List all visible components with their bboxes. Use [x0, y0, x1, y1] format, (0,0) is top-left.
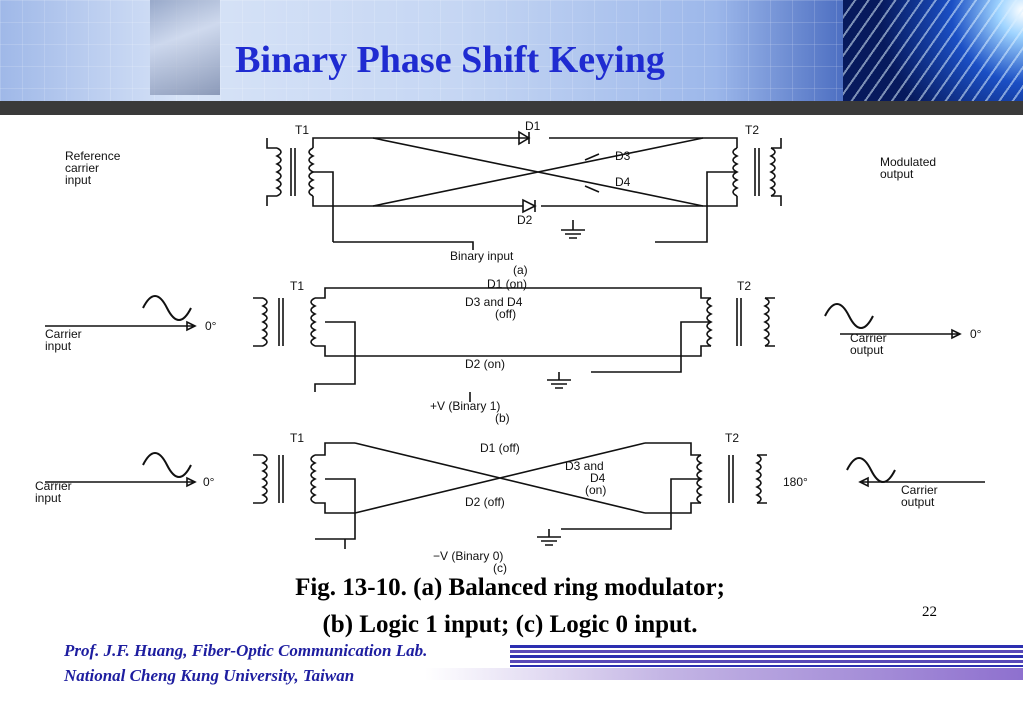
label-b-right-1: Carrier	[850, 331, 887, 345]
label-c-d1: D1 (off)	[480, 441, 520, 455]
label-a-d1: D1	[525, 120, 541, 133]
slide-header	[0, 0, 1023, 108]
label-b-t2: T2	[737, 279, 751, 293]
label-c-right-1: Carrier	[901, 483, 938, 497]
label-b-left-2: input	[45, 339, 72, 353]
label-b-sub: (b)	[495, 411, 510, 425]
label-b-d34-2: (off)	[495, 307, 516, 321]
labels-a: T1 T2 Reference carrier input Modulated …	[65, 120, 936, 277]
label-a-t2: T2	[745, 123, 759, 137]
label-a-sub: (a)	[513, 263, 528, 277]
label-a-d4: D4	[615, 175, 631, 189]
label-c-d34-2: D4	[590, 471, 606, 485]
label-c-supply: −V (Binary 0)	[433, 549, 503, 563]
label-b-d34-1: D3 and D4	[465, 295, 523, 309]
labels-c: T1 T2 D1 (off) D3 and D4 (on) D2 (off) C…	[35, 431, 938, 575]
label-b-d1: D1 (on)	[487, 277, 527, 291]
label-c-phase-out: 180°	[783, 475, 808, 489]
label-c-right-2: output	[901, 495, 935, 509]
label-a-t1: T1	[295, 123, 309, 137]
label-a-left-3: input	[65, 173, 92, 187]
label-a-right-2: output	[880, 167, 914, 181]
labels-b: T1 T2 D1 (on) D3 and D4 (off) D2 (on) Ca…	[45, 277, 982, 425]
label-b-supply: +V (Binary 1)	[430, 399, 500, 413]
figure-caption-line-1: Fig. 13-10. (a) Balanced ring modulator;	[295, 574, 725, 601]
label-b-d2: D2 (on)	[465, 357, 505, 371]
modulator-circuit-figure: T1 T2 Reference carrier input Modulated …	[35, 120, 985, 575]
label-a-left-1: Reference	[65, 149, 121, 163]
footer-stripe-bar	[510, 645, 1023, 667]
label-c-left-2: input	[35, 491, 62, 505]
label-c-d2: D2 (off)	[465, 495, 505, 509]
circuit-b	[45, 287, 962, 402]
label-a-d3: D3	[615, 149, 631, 163]
label-c-d34-1: D3 and	[565, 459, 604, 473]
footer-gradient-bar	[425, 668, 1023, 680]
label-a-input: Binary input	[450, 249, 514, 263]
label-c-t1: T1	[290, 431, 304, 445]
label-c-sub: (c)	[493, 561, 507, 575]
label-b-right-2: output	[850, 343, 884, 357]
label-c-t2: T2	[725, 431, 739, 445]
label-b-left-1: Carrier	[45, 327, 82, 341]
label-b-t1: T1	[290, 279, 304, 293]
label-b-phase-in: 0°	[205, 319, 217, 333]
fiber-optic-image	[843, 0, 1023, 108]
label-c-d34-3: (on)	[585, 483, 606, 497]
page-number: 22	[922, 604, 937, 620]
header-divider	[0, 101, 1023, 115]
chip-image	[150, 0, 220, 95]
label-a-right-1: Modulated	[880, 155, 936, 169]
label-a-left-2: carrier	[65, 161, 99, 175]
label-c-left-1: Carrier	[35, 479, 72, 493]
slide-title: Binary Phase Shift Keying	[235, 39, 665, 81]
label-c-phase-in: 0°	[203, 475, 215, 489]
label-a-d2: D2	[517, 213, 533, 227]
circuit-c	[45, 442, 985, 549]
circuit-a	[266, 130, 782, 250]
label-b-phase-out: 0°	[970, 327, 982, 341]
footer-institution: National Cheng Kung University, Taiwan	[64, 666, 355, 685]
figure-caption-line-2: (b) Logic 1 input; (c) Logic 0 input.	[322, 611, 698, 638]
footer-author: Prof. J.F. Huang, Fiber-Optic Communicat…	[64, 641, 428, 660]
